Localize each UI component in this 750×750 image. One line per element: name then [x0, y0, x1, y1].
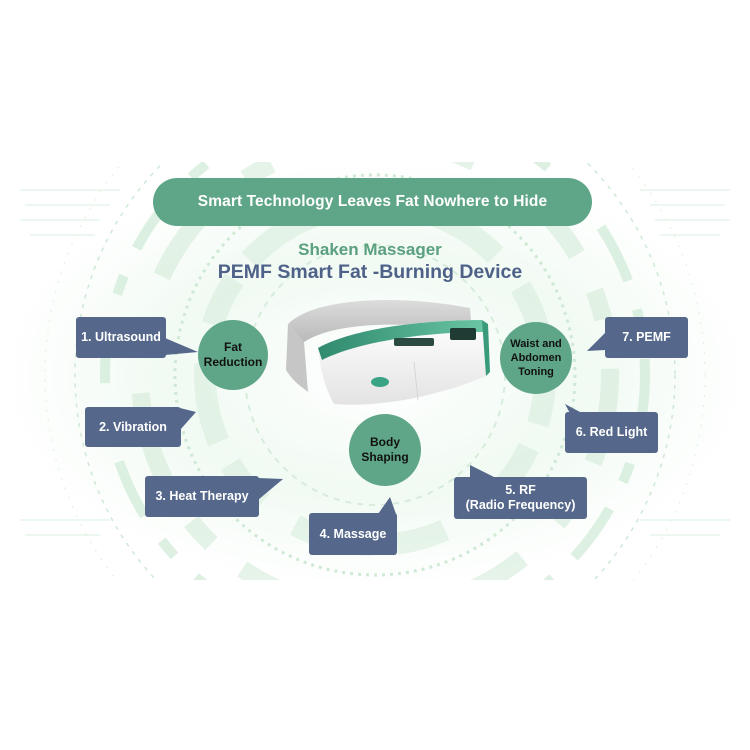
- feature-red-light: 6. Red Light: [565, 412, 658, 453]
- benefit-body-shaping: Body Shaping: [349, 414, 421, 486]
- feature-pemf: 7. PEMF: [605, 317, 688, 358]
- feature-heat-therapy: 3. Heat Therapy: [145, 476, 259, 517]
- benefit-waist-toning: Waist and Abdomen Toning: [500, 322, 572, 394]
- benefit-fat-reduction: Fat Reduction: [198, 320, 268, 390]
- feature-rf: 5. RF (Radio Frequency): [454, 477, 587, 519]
- brand-name: Shaken Massager: [298, 240, 442, 259]
- feature-massage: 4. Massage: [309, 513, 397, 555]
- headline-banner: Smart Technology Leaves Fat Nowhere to H…: [153, 178, 592, 226]
- headline-text: Smart Technology Leaves Fat Nowhere to H…: [197, 193, 548, 210]
- feature-ultrasound: 1. Ultrasound: [76, 317, 166, 358]
- product-title: PEMF Smart Fat -Burning Device: [217, 261, 523, 283]
- feature-vibration: 2. Vibration: [85, 407, 181, 447]
- massager-device-image: [286, 300, 490, 405]
